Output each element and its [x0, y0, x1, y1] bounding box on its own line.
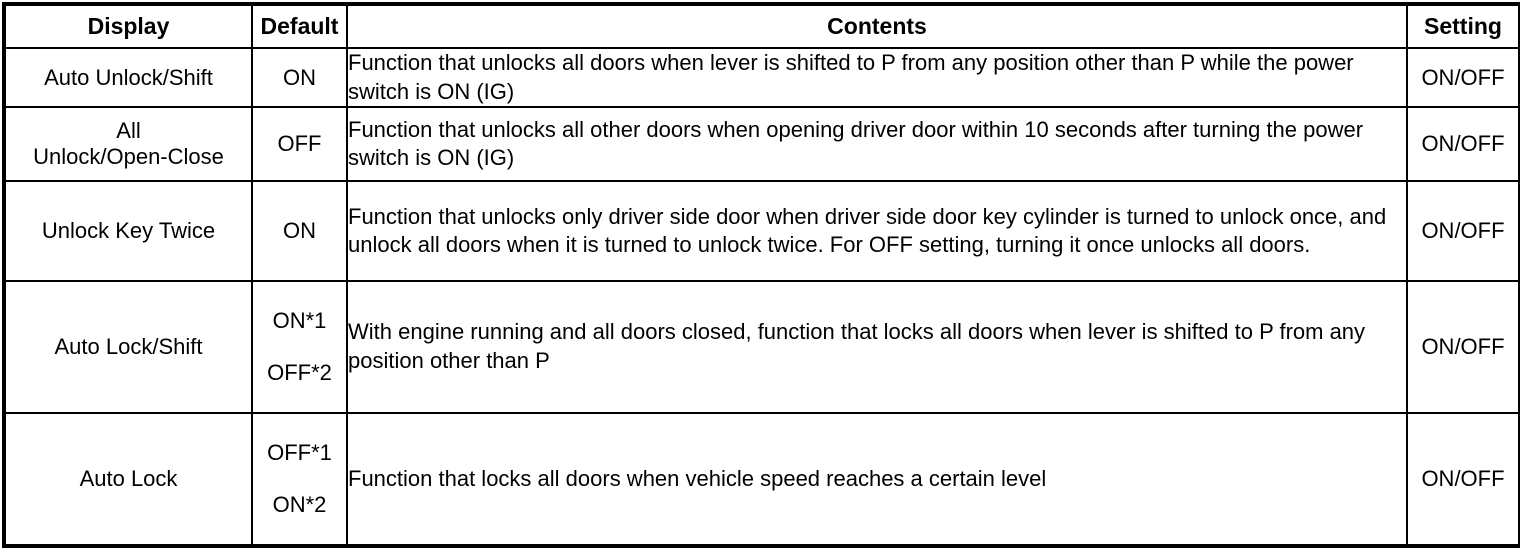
table-header-row: Display Default Contents Setting [3, 3, 1520, 49]
cell-default: OFF*1 ON*2 [251, 411, 348, 547]
table-row: Auto Unlock/Shift ON Function that unloc… [3, 46, 1520, 109]
cell-default-line-1: ON*1 [272, 308, 327, 334]
column-header-setting: Setting [1406, 3, 1520, 49]
cell-display: All Unlock/Open-Close [3, 106, 253, 183]
cell-default-line-2: OFF*2 [267, 360, 332, 386]
cell-setting: ON/OFF [1406, 280, 1520, 414]
cell-setting: ON/OFF [1406, 106, 1520, 183]
cell-display-line-2: Unlock/Open-Close [33, 144, 224, 170]
cell-setting: ON/OFF [1406, 411, 1520, 547]
table-row: All Unlock/Open-Close OFF Function that … [3, 106, 1520, 183]
cell-contents: Function that unlocks all doors when lev… [346, 46, 1408, 109]
cell-display: Auto Lock [3, 411, 253, 547]
cell-display: Auto Unlock/Shift [3, 46, 253, 109]
table-body: Auto Unlock/Shift ON Function that unloc… [3, 46, 1520, 547]
table-row: Auto Lock OFF*1 ON*2 Function that locks… [3, 411, 1520, 547]
table-row: Unlock Key Twice ON Function that unlock… [3, 180, 1520, 283]
cell-default: OFF [251, 106, 348, 183]
cell-default: ON [251, 46, 348, 109]
cell-contents: With engine running and all doors closed… [346, 280, 1408, 414]
table-header: Display Default Contents Setting [3, 3, 1520, 49]
cell-display: Auto Lock/Shift [3, 280, 253, 414]
cell-contents: Function that locks all doors when vehic… [346, 411, 1408, 547]
cell-default: ON [251, 180, 348, 283]
column-header-display: Display [3, 3, 253, 49]
column-header-contents: Contents [346, 3, 1408, 49]
column-header-default: Default [251, 3, 348, 49]
table-row: Auto Lock/Shift ON*1 OFF*2 With engine r… [3, 280, 1520, 414]
cell-default-line-1: OFF*1 [267, 439, 332, 465]
cell-display: Unlock Key Twice [3, 180, 253, 283]
cell-default-line-2: ON*2 [272, 491, 327, 517]
cell-display-line-1: All [116, 118, 141, 144]
cell-setting: ON/OFF [1406, 46, 1520, 109]
cell-contents: Function that unlocks all other doors wh… [346, 106, 1408, 183]
cell-contents: Function that unlocks only driver side d… [346, 180, 1408, 283]
cell-setting: ON/OFF [1406, 180, 1520, 283]
cell-default: ON*1 OFF*2 [251, 280, 348, 414]
